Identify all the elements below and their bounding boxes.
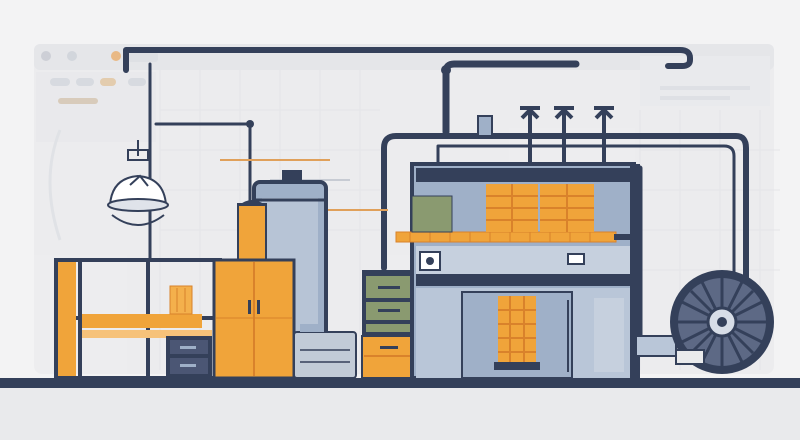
orange-box [169,285,193,315]
orange-crate-stack [494,296,540,370]
floor [0,388,800,440]
grey-storage-box [293,324,357,379]
ghost-pill [100,78,116,86]
orange-crate-rack [411,184,594,233]
ghost-dot-icon [111,51,121,61]
control-cabinet [361,270,417,379]
rack-base-shelf [82,330,212,338]
valve-icon [594,106,614,164]
floor-line [0,378,800,388]
pipe-joint-icon [441,65,451,75]
machine-pipe-inner [436,144,736,332]
ghost-pill [128,78,146,86]
top-pipe [123,47,693,73]
ghost-line [660,86,750,90]
valve-icon [520,106,540,164]
conveyor-belt [395,231,634,243]
ghost-bar [58,98,98,104]
pipe-joint-icon [246,120,254,128]
orange-cabinet [212,258,296,380]
valve-icon [554,106,574,164]
ghost-pill [76,78,94,86]
ghost-pill [50,78,70,86]
orange-shelf [82,314,202,328]
small-cylinder [477,115,493,137]
ghost-tab [128,52,158,62]
ghost-dot-icon [41,51,51,61]
rack-side-panel [58,262,76,376]
cable-reel-wheel [635,270,774,374]
drawer-cabinet [166,336,212,378]
ghost-dot-icon [67,51,77,61]
ghost-curve [48,129,62,241]
hanging-lamp-icon [107,140,169,226]
orange-tower [237,200,267,265]
ghost-line [660,96,730,100]
